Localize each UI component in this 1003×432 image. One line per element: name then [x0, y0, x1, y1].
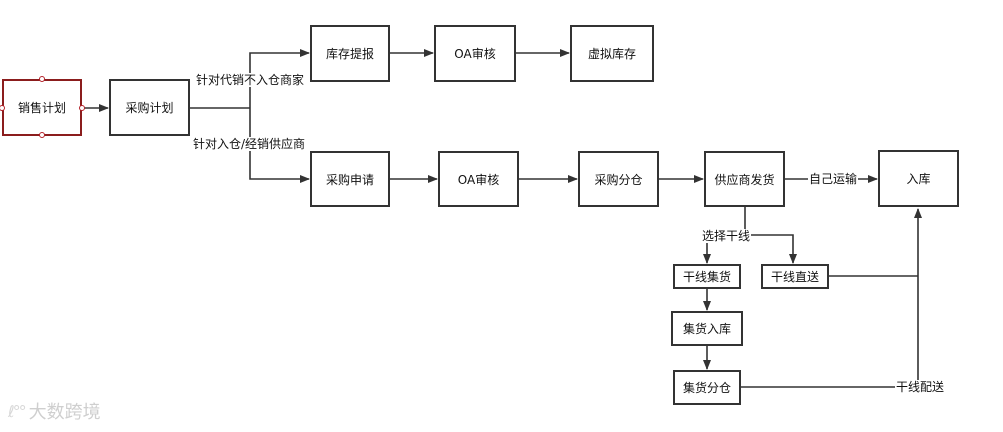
node-oa-review-2-label: OA审核	[457, 172, 500, 187]
node-consolidate-split-label: 集货分仓	[682, 381, 731, 395]
edge-to-trunk-direct	[745, 234, 797, 264]
node-consolidate-inbound[interactable]: 集货入库	[671, 311, 743, 346]
selection-handle-top[interactable]	[39, 76, 45, 82]
edge-label-choose-trunk: 选择干线	[701, 229, 752, 243]
node-supplier-ship[interactable]: 供应商发货	[704, 151, 785, 207]
watermark: ℓ°° 大数跨境	[8, 398, 101, 424]
node-purchase-plan[interactable]: 采购计划	[109, 79, 190, 136]
node-supplier-ship-label: 供应商发货	[714, 172, 775, 187]
edge-label-trunk-delivery: 干线配送	[895, 380, 946, 394]
edge-to-stock-extract	[249, 49, 310, 108]
node-oa-review-2[interactable]: OA审核	[438, 151, 519, 207]
node-stock-extract[interactable]: 库存提报	[310, 25, 390, 82]
selection-handle-right[interactable]	[79, 105, 85, 111]
node-inbound[interactable]: 入库	[878, 150, 959, 207]
node-consolidate-inbound-label: 集货入库	[682, 322, 731, 336]
node-virtual-stock[interactable]: 虚拟库存	[570, 25, 654, 82]
node-purchase-request[interactable]: 采购申请	[310, 151, 390, 207]
selection-handle-left[interactable]	[0, 105, 5, 111]
node-sales-plan-label: 销售计划	[17, 101, 66, 115]
node-trunk-direct[interactable]: 干线直送	[761, 264, 829, 289]
node-trunk-consolidate[interactable]: 干线集货	[673, 264, 741, 289]
edge-label-consignment: 针对代销不入仓商家	[195, 73, 306, 87]
edge-label-warehouse-supplier: 针对入仓/经销供应商	[192, 137, 307, 151]
node-purchase-request-label: 采购申请	[325, 172, 374, 187]
node-oa-review-1-label: OA审核	[454, 47, 496, 61]
node-inbound-label: 入库	[906, 172, 931, 186]
node-consolidate-split[interactable]: 集货分仓	[673, 370, 741, 405]
watermark-text: 大数跨境	[28, 402, 101, 423]
node-purchase-split-label: 采购分仓	[594, 172, 643, 187]
node-sales-plan[interactable]: 销售计划	[2, 79, 82, 136]
node-stock-extract-label: 库存提报	[325, 47, 374, 61]
edge-label-self-transport: 自己运输	[808, 172, 859, 186]
node-virtual-stock-label: 虚拟库存	[587, 47, 636, 61]
node-trunk-direct-label: 干线直送	[770, 270, 819, 284]
node-purchase-split[interactable]: 采购分仓	[578, 151, 659, 207]
node-oa-review-1[interactable]: OA审核	[434, 25, 516, 82]
node-purchase-plan-label: 采购计划	[125, 101, 174, 115]
selection-handle-bottom[interactable]	[39, 132, 45, 138]
node-trunk-consolidate-label: 干线集货	[682, 270, 731, 284]
watermark-logo-icon: ℓ°°	[8, 401, 27, 421]
edge-to-purchase-request	[249, 108, 310, 183]
